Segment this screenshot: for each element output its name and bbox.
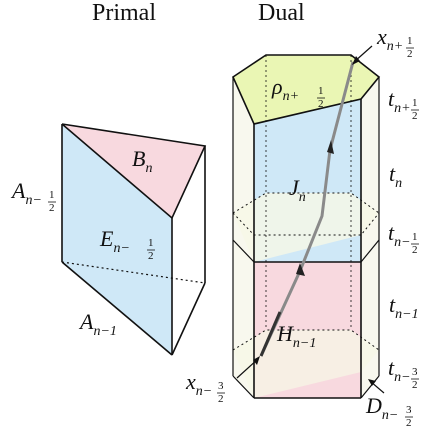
label-D-frac-num: 3 — [406, 404, 412, 416]
label-H: Hn−1 — [276, 321, 316, 351]
label-E-frac-den: 2 — [148, 250, 154, 262]
label-t-bottom-frac-den: 2 — [412, 379, 418, 391]
dual-path — [259, 61, 355, 357]
label-x-bottom-frac-num: 3 — [218, 380, 224, 392]
path-arrow-lower — [296, 263, 305, 276]
label-rho-frac-den: 2 — [318, 98, 324, 110]
label-x-top-frac-num: 1 — [407, 35, 413, 47]
dual-middle-hidden-edges — [232, 192, 380, 214]
label-A-half-frac-num: 1 — [49, 189, 55, 201]
label-t-half: tn− — [388, 220, 411, 250]
path-segment-dark — [259, 311, 282, 357]
label-D: Dn− — [365, 393, 398, 423]
label-t-prev: tn−1 — [389, 292, 419, 322]
primal-edge-hidden — [61, 261, 206, 284]
label-B: Bn — [132, 146, 152, 176]
primal-prism — [61, 123, 207, 356]
label-E: En− — [99, 226, 130, 256]
label-A-prev: An−1 — [78, 309, 117, 339]
primal-edge-bottom-right — [171, 282, 206, 356]
label-x-top: xn+ — [376, 24, 403, 54]
pointer-x-top-head — [352, 56, 360, 65]
dual-middle-left-edge — [232, 239, 255, 263]
label-t-top: tn+ — [388, 86, 411, 116]
dual-middle-right-edge — [360, 239, 380, 263]
label-t-bottom: tn− — [388, 355, 411, 385]
primal-side-face — [62, 124, 172, 355]
dual-middle-hidden-front — [232, 212, 380, 236]
label-D-frac-den: 2 — [406, 417, 412, 429]
label-t-top-frac-den: 2 — [412, 110, 418, 122]
dual-path-line — [259, 61, 355, 357]
primal-edge-bottom-front — [61, 261, 173, 356]
label-t-n: tn — [389, 161, 402, 191]
dual-upper-right-face — [361, 77, 379, 262]
dual-lower-right-face — [361, 240, 379, 398]
label-t-top-frac-num: 1 — [412, 97, 418, 109]
dual-bottom-hidden-edges — [232, 329, 380, 351]
label-A-half: An− — [10, 178, 42, 208]
label-rho-frac-num: 1 — [318, 85, 324, 97]
pointer-D-head — [368, 379, 376, 386]
dual-bottom-left-edge — [232, 375, 255, 399]
primal-title: Primal — [92, 0, 156, 26]
dual-bottom-hexagon — [233, 330, 379, 398]
dual-top-hexagon — [233, 55, 379, 124]
label-x-bottom: xn− — [185, 369, 212, 399]
label-A-half-frac-den: 2 — [49, 202, 55, 214]
dual-bottom-right-edge — [360, 375, 380, 399]
path-arrow-upper — [327, 140, 334, 154]
pointer-x-bottom — [236, 358, 259, 379]
dual-middle-hexagon — [233, 193, 379, 262]
label-rho: ρn+ — [271, 74, 299, 104]
dual-title: Dual — [258, 0, 305, 26]
primal-top-edges — [61, 123, 207, 220]
label-E-frac-num: 1 — [148, 237, 154, 249]
primal-top-face — [62, 124, 205, 218]
label-J: Jn — [289, 175, 306, 205]
label-x-top-frac-den: 2 — [407, 48, 413, 60]
label-t-half-frac-num: 1 — [412, 231, 418, 243]
label-t-half-frac-den: 2 — [412, 244, 418, 256]
pointer-x-bottom-head — [253, 356, 260, 365]
dual-prism — [231, 54, 381, 399]
label-x-bottom-frac-den: 2 — [218, 393, 224, 405]
label-t-bottom-frac-num: 3 — [412, 366, 418, 378]
